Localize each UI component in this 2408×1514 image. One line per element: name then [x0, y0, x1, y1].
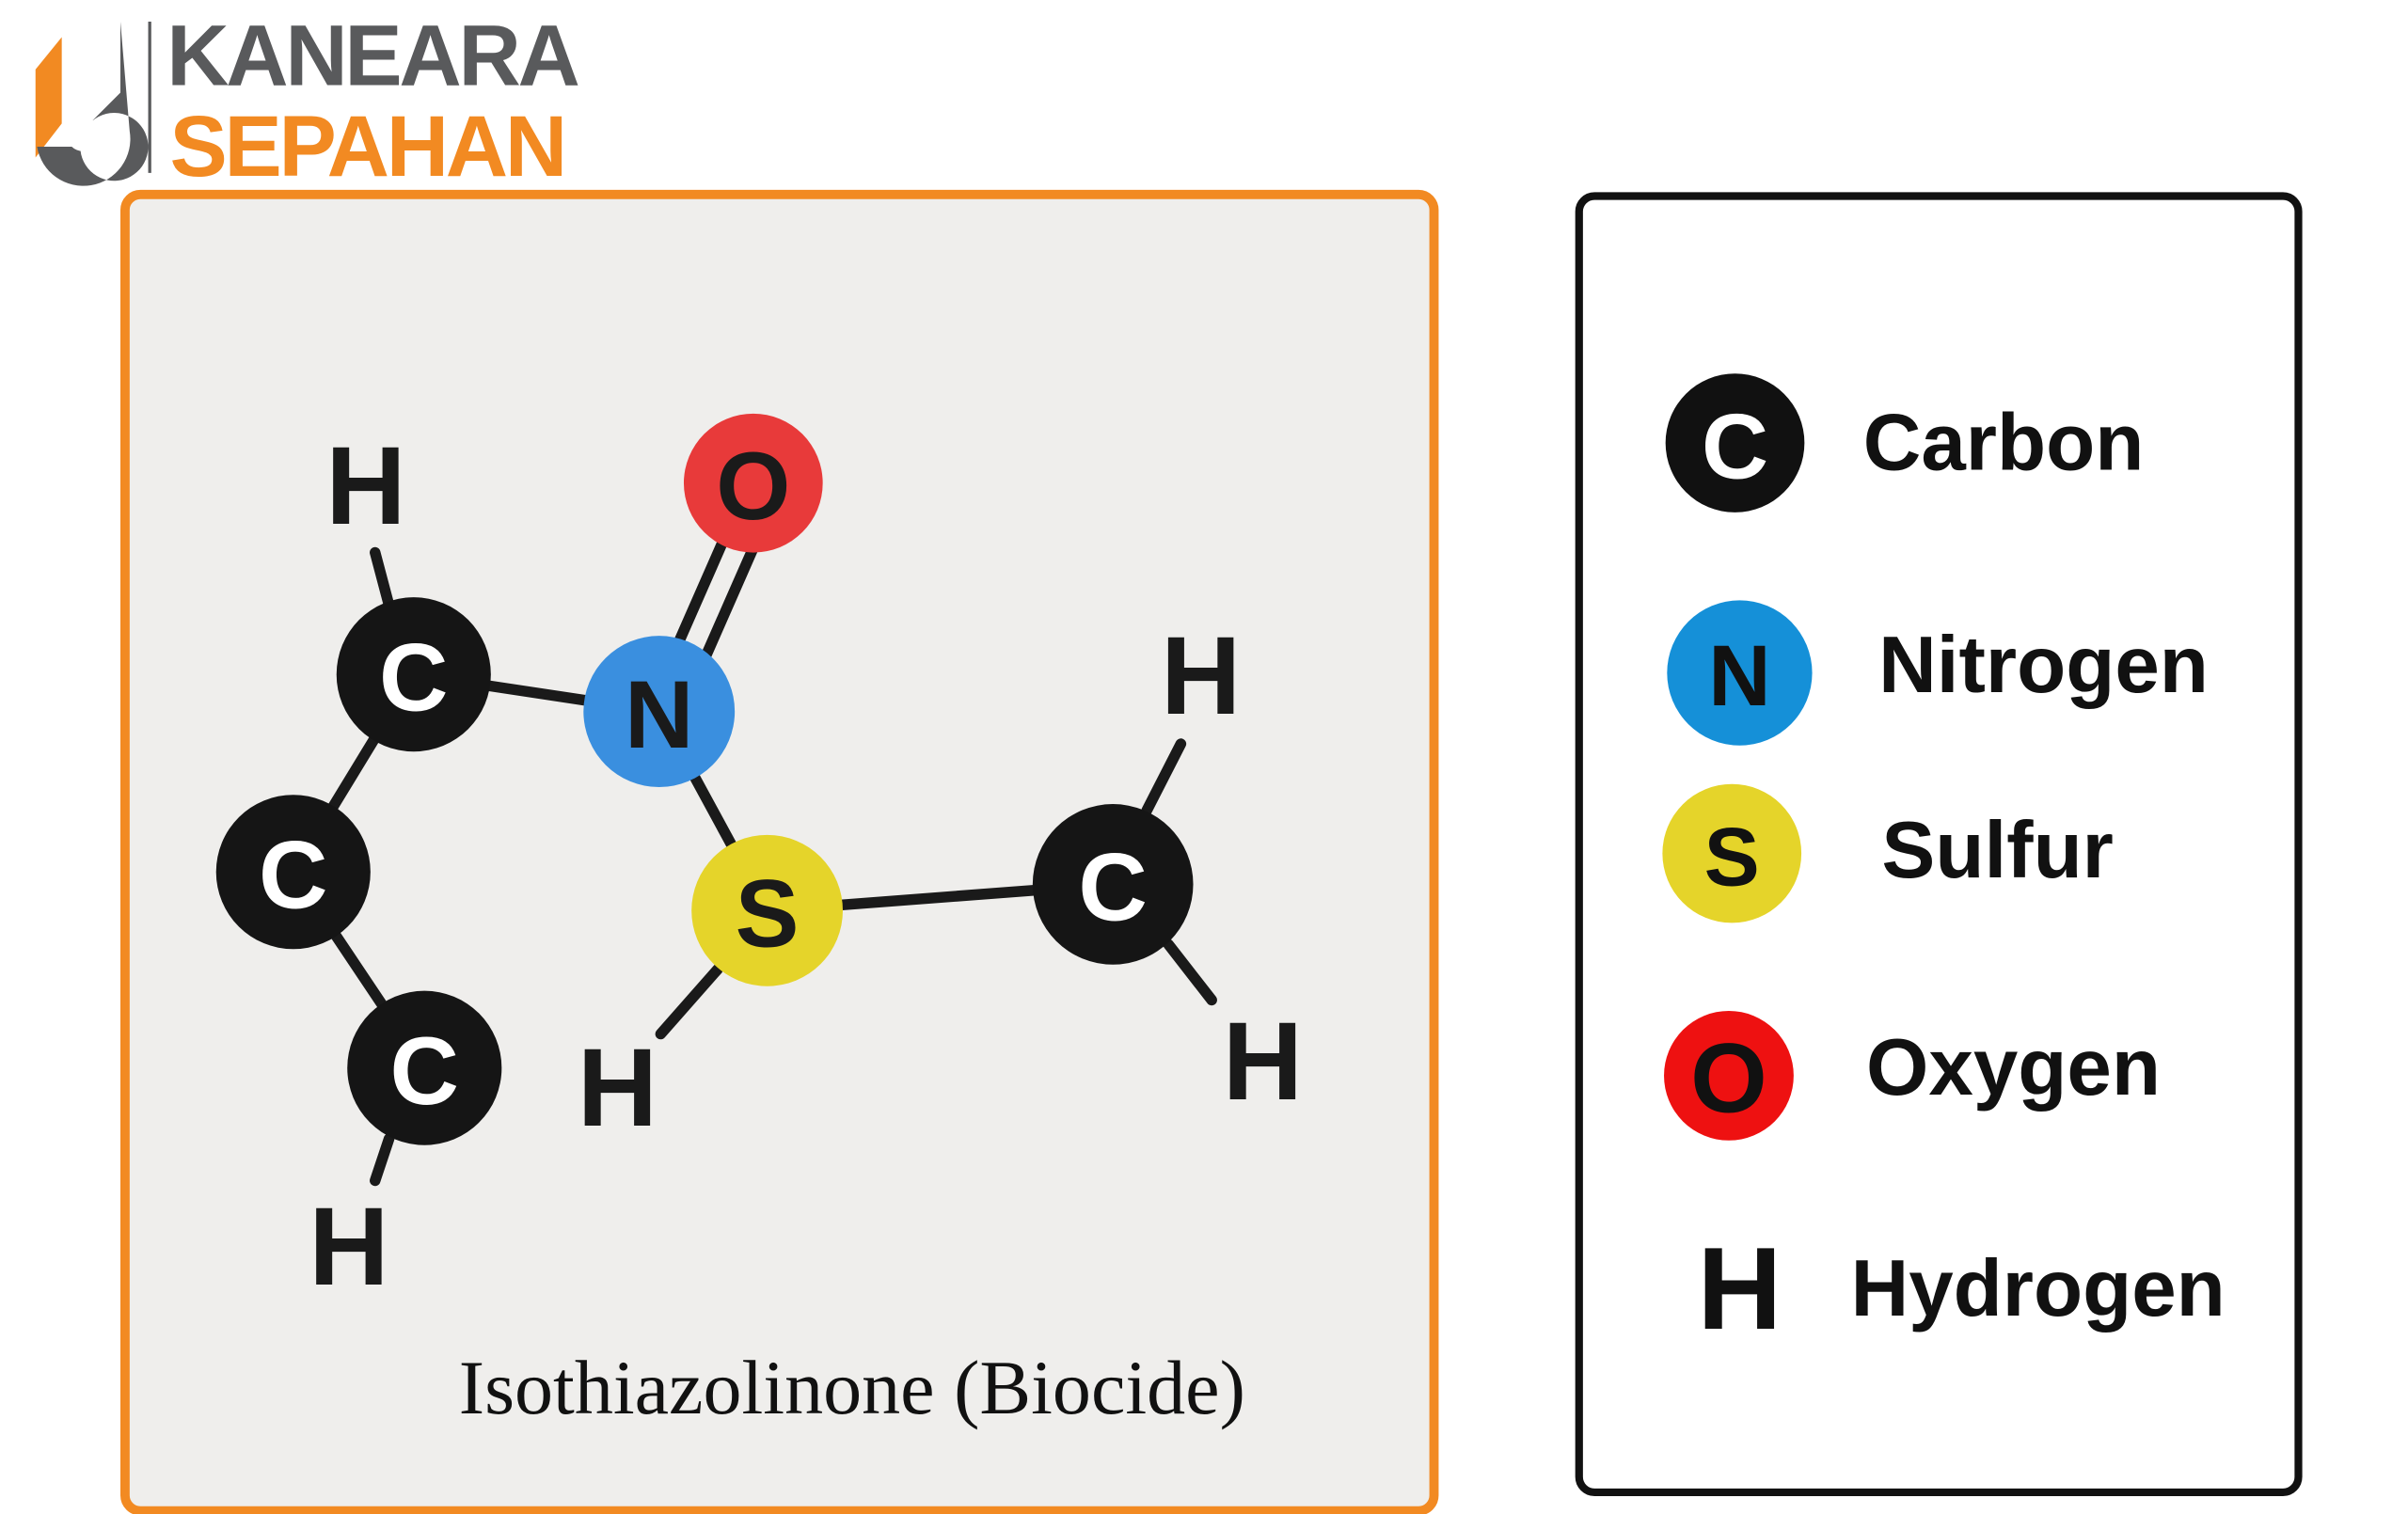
- atom-oxygen: O: [683, 413, 823, 553]
- legend-symbol: C: [1702, 394, 1768, 497]
- molecule-caption: Isothiazolinone (Biocide): [459, 1345, 1245, 1430]
- bond-n-o-2: [698, 528, 766, 667]
- logo-text-sepahan: SEPAHAN: [170, 99, 564, 195]
- company-logo: KANEARA SEPAHAN: [35, 8, 581, 195]
- hydrogen-label: H: [1161, 614, 1241, 738]
- hydrogen-label: H: [1223, 1000, 1303, 1124]
- atom-sulfur: S: [691, 834, 843, 986]
- legend-label: Hydrogen: [1851, 1244, 2226, 1333]
- legend-symbol: O: [1690, 1024, 1767, 1134]
- legend-label: Oxygen: [1866, 1023, 2161, 1112]
- legend-item-carbon: C Carbon: [1665, 373, 2145, 513]
- bond-c3-h: [370, 1133, 395, 1187]
- hydrogen-label: H: [309, 1185, 388, 1309]
- hydrogen-label: H: [325, 424, 405, 548]
- logo-mark-orange: [35, 37, 62, 158]
- atom-carbon-2: C: [215, 795, 371, 950]
- legend-item-hydrogen: H Hydrogen: [1697, 1223, 2225, 1354]
- bond-c4-h-bottom: [1163, 938, 1217, 1006]
- bond-c4-h-top: [1141, 738, 1187, 816]
- logo-mark-gray: [37, 22, 149, 186]
- bond-h-c1: [370, 546, 395, 611]
- atom-nitrogen: N: [583, 636, 736, 787]
- legend-item-oxygen: O Oxygen: [1664, 1010, 2161, 1141]
- atom-label: S: [736, 860, 800, 968]
- atom-label: O: [716, 433, 790, 540]
- bond-s-h: [655, 963, 723, 1040]
- hydrogen-label: H: [578, 1026, 657, 1150]
- atom-carbon-4: C: [1032, 804, 1194, 965]
- atom-label: C: [259, 822, 327, 929]
- legend-item-sulfur: S Sulfur: [1662, 783, 2114, 923]
- legend-label: Nitrogen: [1878, 621, 2209, 710]
- atom-label: C: [379, 623, 448, 731]
- legend-label: Sulfur: [1881, 806, 2113, 895]
- atom-label: C: [1078, 834, 1147, 941]
- legend-symbol: S: [1704, 810, 1760, 903]
- logo-text-kaneara: KANEARA: [166, 8, 578, 103]
- atom-label: N: [625, 661, 693, 768]
- legend-panel: [1575, 192, 2303, 1497]
- legend-symbol: N: [1708, 628, 1770, 724]
- legend-label: Carbon: [1863, 399, 2145, 488]
- legend-item-nitrogen: N Nitrogen: [1667, 600, 2209, 746]
- legend-symbol: H: [1697, 1223, 1782, 1354]
- atom-carbon-3: C: [347, 990, 502, 1145]
- atom-carbon-1: C: [336, 597, 491, 752]
- atom-label: C: [390, 1017, 459, 1125]
